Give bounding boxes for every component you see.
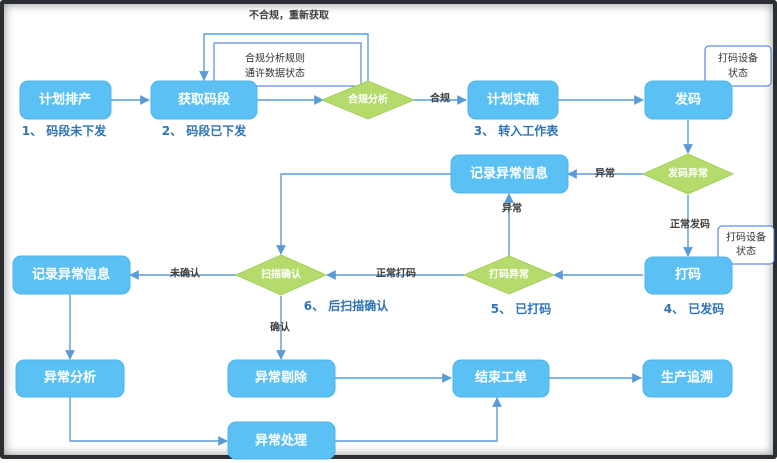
note-printer-status-top: 打码设备 状态 (704, 45, 772, 87)
node-close-order: 结束工单 (452, 359, 550, 398)
note-printer-status-bottom-line1: 打码设备 (726, 231, 766, 244)
node-exception-handle-label: 异常处理 (255, 433, 307, 449)
node-print-code: 打码 (644, 256, 733, 295)
label-normal-print: 正常打码 (376, 267, 416, 280)
decision-send-exception-label: 发码异常 (667, 167, 708, 180)
label-exception-mid: 异常 (502, 202, 522, 215)
label-normal-send: 正常发码 (670, 218, 710, 231)
step-3-caption: 3、 转入工作表 (474, 123, 560, 138)
label-unconfirmed: 未确认 (169, 267, 201, 280)
label-non-compliant: 不合规，重新获取 (249, 9, 330, 22)
node-record-exception-left-label: 记录异常信息 (32, 267, 110, 283)
flowchart: 合规分析规则 通许数据状态 打码设备 状态 打码设备 状态 计划排产 获取码段 … (12, 9, 775, 460)
note-printer-status-bottom-line2: 状态 (736, 245, 756, 258)
step-1-caption: 1、 码段未下发 (22, 123, 108, 138)
node-exception-analysis: 异常分析 (15, 359, 125, 398)
node-plan-execute: 计划实施 (467, 80, 559, 120)
node-trace-label: 生产追溯 (661, 370, 713, 386)
node-plan-schedule: 计划排产 (19, 80, 112, 120)
node-exception-remove: 异常剔除 (227, 359, 336, 398)
edges (65, 33, 693, 446)
node-record-exception-top-label: 记录异常信息 (470, 166, 548, 182)
step-captions: 1、 码段未下发 2、 码段已下发 3、 转入工作表 4、 已发码 5、 已打码… (22, 123, 725, 316)
note-compliance-rules: 合规分析规则 通许数据状态 (213, 42, 362, 87)
label-compliant: 合规 (429, 92, 450, 105)
node-plan-schedule-label: 计划排产 (39, 92, 91, 108)
node-record-exception-left: 记录异常信息 (12, 255, 131, 295)
edge-analysis-to-handle (69, 397, 228, 446)
node-exception-handle: 异常处理 (227, 421, 336, 460)
step-4-caption: 4、 已发码 (664, 301, 725, 316)
step-2-caption: 2、 码段已下发 (162, 123, 248, 138)
node-plan-execute-label: 计划实施 (487, 92, 539, 108)
node-close-order-label: 结束工单 (475, 370, 527, 386)
edge-labels: 不合规，重新获取 合规 异常 正常发码 异常 正常打码 未确认 确认 (169, 9, 710, 334)
decision-compliance: 合规分析 (320, 80, 416, 120)
node-record-exception-top: 记录异常信息 (450, 154, 569, 194)
decision-print-exception: 打码异常 (462, 255, 556, 295)
decision-print-exception-label: 打码异常 (489, 268, 529, 281)
note-printer-status-bottom: 打码设备 状态 (717, 225, 775, 265)
label-confirmed: 确认 (270, 321, 291, 334)
note-compliance-rules-line1: 合规分析规则 (245, 52, 305, 65)
note-printer-status-top-line2: 状态 (728, 67, 748, 80)
node-exception-remove-label: 异常剔除 (255, 370, 308, 386)
note-printer-status-top-line1: 打码设备 (718, 52, 758, 65)
decision-scan-confirm-label: 扫描确认 (261, 268, 302, 281)
node-send-code: 发码 (644, 80, 733, 120)
node-send-code-label: 发码 (674, 92, 701, 108)
node-trace: 生产追溯 (642, 359, 733, 398)
node-print-code-label: 打码 (675, 267, 701, 283)
edge-record-to-scanconfirm (276, 173, 451, 255)
node-get-code-label: 获取码段 (178, 92, 230, 108)
node-get-code: 获取码段 (150, 80, 258, 120)
decision-scan-confirm: 扫描确认 (234, 254, 328, 296)
edge-handle-to-close (335, 397, 502, 442)
node-exception-analysis-label: 异常分析 (44, 370, 96, 386)
note-compliance-rules-line2: 通许数据状态 (245, 67, 305, 80)
step-5-caption: 5、 已打码 (491, 301, 552, 316)
decision-compliance-label: 合规分析 (347, 93, 388, 106)
step-6-caption: 6、 后扫描确认 (304, 298, 390, 313)
label-exception-top: 异常 (595, 167, 615, 180)
edge-noncompliant-loop (199, 33, 369, 82)
decision-send-exception: 发码异常 (641, 153, 735, 195)
